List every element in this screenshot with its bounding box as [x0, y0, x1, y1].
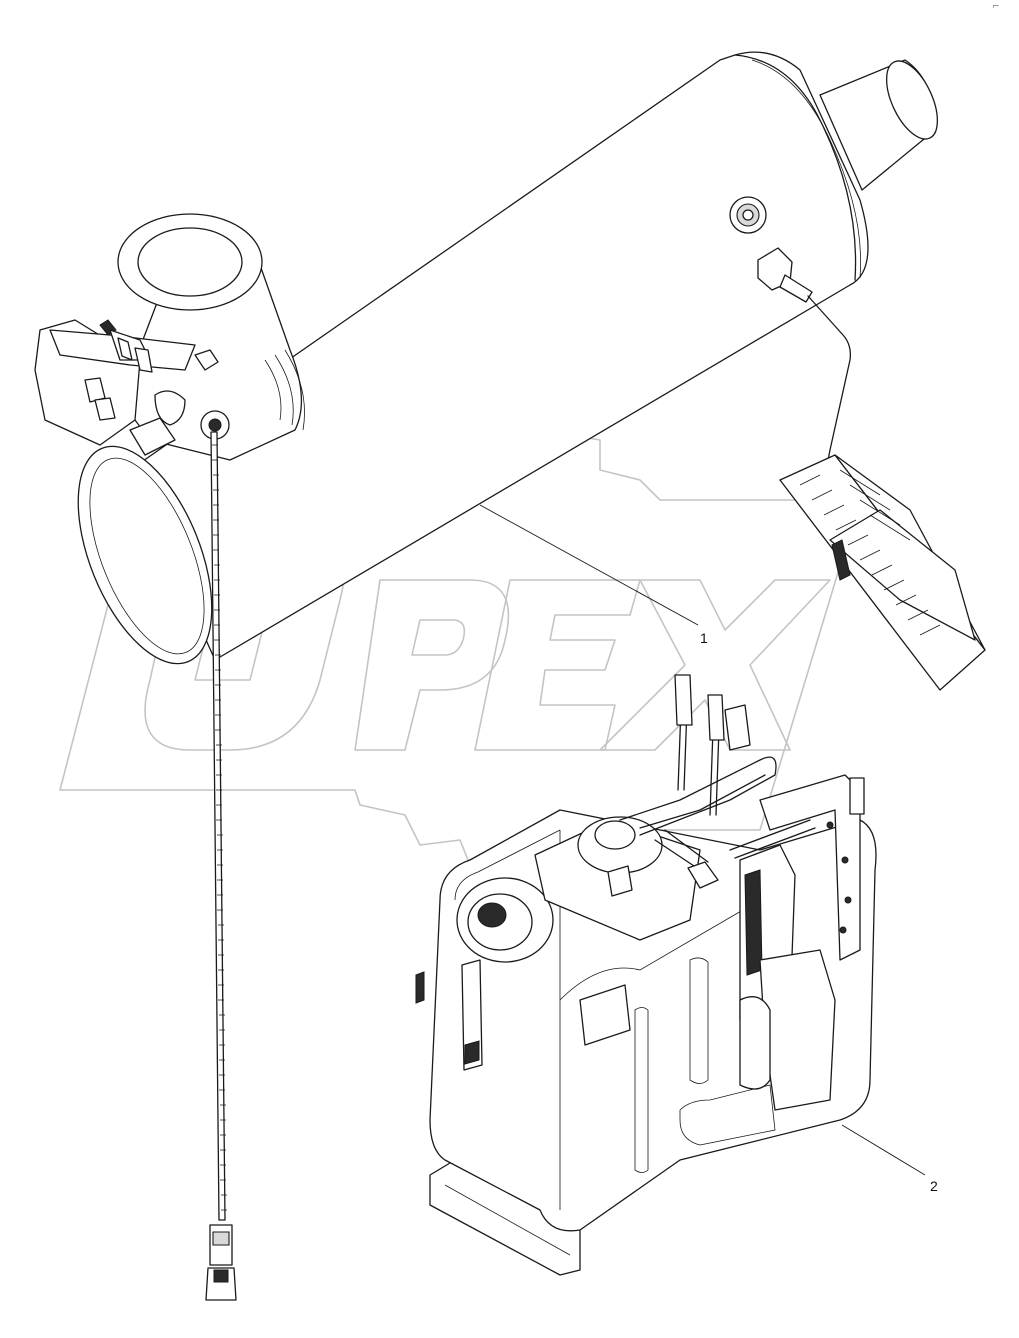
cable-corrugation: [212, 444, 227, 1211]
callout-1: 1: [700, 630, 708, 646]
heat-shield-slots: [799, 469, 941, 636]
leader-line-2: [841, 1124, 926, 1176]
callout-2: 2: [930, 1178, 938, 1194]
corner-mark: ⌐: [992, 2, 1000, 12]
leader-line-1: [479, 504, 699, 626]
muffler-assembly: [34, 51, 986, 1301]
tank-assembly: [415, 674, 877, 1276]
